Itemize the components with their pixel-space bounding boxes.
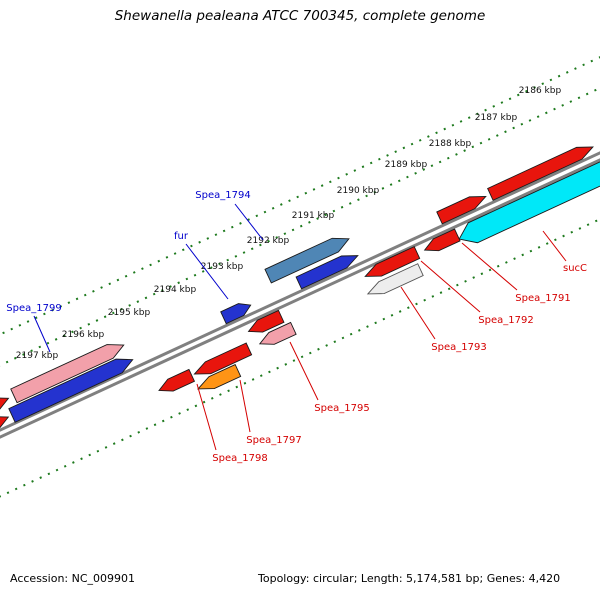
ruler-tick-label: 2195 kbp xyxy=(108,308,151,318)
gene-arrow-Spea_1794 xyxy=(264,237,350,284)
gene-arrow xyxy=(247,309,285,333)
gene-arrow xyxy=(193,342,253,375)
gene-arrow xyxy=(0,397,10,429)
label-leader-line xyxy=(33,315,51,353)
gene-arrow-Spea_1797 xyxy=(196,363,242,390)
footer-accession: Accession: NC_009901 xyxy=(10,572,136,585)
backbone-line xyxy=(0,78,600,518)
ruler-tick-label: 2197 kbp xyxy=(16,351,59,361)
label-leader-line xyxy=(289,341,319,401)
label-leader-line xyxy=(461,242,518,291)
gene-arrow xyxy=(436,196,487,225)
gene-arrow-Spea_1791 xyxy=(423,228,461,252)
ruler-tick-label: 2193 kbp xyxy=(201,262,244,272)
gene-arrow-Spea_1798 xyxy=(158,368,196,392)
ruler-tick-label: 2190 kbp xyxy=(337,186,380,196)
genome-band xyxy=(0,0,600,566)
label-leader-line xyxy=(234,203,264,241)
gene-arrow-Spea_1795 xyxy=(258,321,297,345)
gene-arrow-fur xyxy=(220,303,252,325)
label-leader-line xyxy=(239,379,251,433)
gene-arrow-Spea_1799 xyxy=(10,344,125,404)
backbone-line xyxy=(0,72,600,512)
gene-arrow-sucC xyxy=(458,147,600,244)
ruler-tick-label: 2187 kbp xyxy=(475,113,518,123)
gene-label-Spea_1795[interactable]: Spea_1795 xyxy=(314,403,369,414)
gene-arrow-Spea_1792 xyxy=(364,246,421,277)
ruler-tick-label: 2186 kbp xyxy=(519,86,562,96)
gene-label-Spea_1794[interactable]: Spea_1794 xyxy=(195,190,250,201)
ruler-tick-label: 2194 kbp xyxy=(154,285,197,295)
gene-label-sucC[interactable]: sucC xyxy=(563,263,587,274)
gene-label-Spea_1798[interactable]: Spea_1798 xyxy=(212,453,267,464)
footer-topology: Topology: circular; Length: 5,174,581 bp… xyxy=(258,572,561,585)
label-leader-line xyxy=(196,383,217,451)
gene-label-Spea_1793[interactable]: Spea_1793 xyxy=(431,342,486,353)
ruler-tick-label: 2191 kbp xyxy=(292,211,335,221)
gene-label-Spea_1792[interactable]: Spea_1792 xyxy=(478,315,533,326)
ruler-dotted-line xyxy=(0,19,600,458)
gene-arrow xyxy=(295,255,359,290)
gene-arrow xyxy=(8,358,134,423)
labels-overlay: 2186 kbp 2187 kbp 2188 kbp 2189 kbp 2190 kbp… xyxy=(6,86,587,464)
label-leader-line xyxy=(420,260,481,313)
gene-arrow-Spea_1793 xyxy=(366,263,424,295)
ruler-tick-label: 2192 kbp xyxy=(247,236,290,246)
label-leader-line xyxy=(185,243,229,300)
gene-label-fur[interactable]: fur xyxy=(174,231,189,242)
ruler-tick-label: 2188 kbp xyxy=(429,139,472,149)
ruler-tick-label: 2189 kbp xyxy=(385,160,428,170)
label-leader-line xyxy=(542,230,567,262)
map-title: Shewanella pealeana ATCC 700345, complet… xyxy=(114,8,486,24)
ruler-tick-label: 2196 kbp xyxy=(62,330,105,340)
gene-label-Spea_1797[interactable]: Spea_1797 xyxy=(246,435,301,446)
label-leader-line xyxy=(400,286,436,340)
gene-arrow xyxy=(487,146,594,201)
gene-label-Spea_1799[interactable]: Spea_1799 xyxy=(6,303,61,314)
gene-label-Spea_1791[interactable]: Spea_1791 xyxy=(515,293,570,304)
gene-arrow xyxy=(0,416,10,445)
